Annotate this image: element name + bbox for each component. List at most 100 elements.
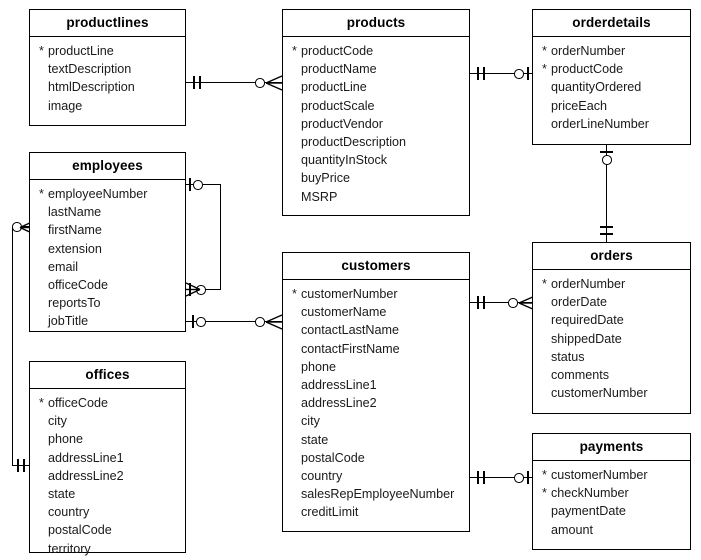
- cardinality-one-tick: [527, 67, 529, 80]
- field-row[interactable]: shippedDate: [533, 330, 690, 348]
- field-row[interactable]: addressLine1: [283, 376, 469, 394]
- field-row[interactable]: country: [283, 467, 469, 485]
- field-row[interactable]: city: [283, 412, 469, 430]
- field-row[interactable]: orderLineNumber: [533, 115, 690, 133]
- field-label: reportsTo: [48, 296, 101, 311]
- cardinality-one-tick: [189, 178, 191, 191]
- field-row[interactable]: paymentDate: [533, 502, 690, 520]
- cardinality-optional-circle: [255, 78, 265, 88]
- entity-employees[interactable]: employees *employeeNumber lastName first…: [29, 152, 186, 332]
- pk-marker: [292, 188, 301, 206]
- field-row[interactable]: customerNumber: [533, 384, 690, 402]
- field-row[interactable]: addressLine1: [30, 449, 185, 467]
- field-row[interactable]: *productCode: [283, 42, 469, 60]
- field-row[interactable]: textDescription: [30, 60, 185, 78]
- field-row[interactable]: *productCode: [533, 60, 690, 78]
- field-row[interactable]: reportsTo: [30, 294, 185, 312]
- entity-payments[interactable]: payments *customerNumber *checkNumber pa…: [532, 433, 691, 550]
- field-row[interactable]: status: [533, 348, 690, 366]
- pk-marker: *: [39, 396, 44, 410]
- field-row[interactable]: contactFirstName: [283, 340, 469, 358]
- field-row[interactable]: officeCode: [30, 276, 185, 294]
- field-row[interactable]: state: [283, 431, 469, 449]
- entity-customers[interactable]: customers *customerNumber customerName c…: [282, 252, 470, 532]
- field-row[interactable]: MSRP: [283, 188, 469, 206]
- field-label: quantityOrdered: [551, 80, 642, 95]
- field-row[interactable]: productLine: [283, 78, 469, 96]
- field-row[interactable]: *employeeNumber: [30, 185, 185, 203]
- field-label: firstName: [48, 223, 102, 238]
- pk-marker: [542, 311, 551, 329]
- field-row[interactable]: customerName: [283, 303, 469, 321]
- field-row[interactable]: postalCode: [283, 449, 469, 467]
- field-row[interactable]: *customerNumber: [533, 466, 690, 484]
- pk-marker: *: [39, 187, 44, 201]
- pk-marker: [542, 521, 551, 539]
- entity-field-list: *productLine textDescription htmlDescrip…: [30, 37, 185, 121]
- entity-field-list: *orderNumber *productCode quantityOrdere…: [533, 37, 690, 139]
- field-label: phone: [301, 359, 337, 374]
- field-row[interactable]: jobTitle: [30, 312, 185, 330]
- relationship-line-offices-employees-left: [12, 226, 14, 466]
- field-row[interactable]: addressLine2: [30, 467, 185, 485]
- field-row[interactable]: *orderNumber: [533, 42, 690, 60]
- field-label: productScale: [301, 98, 375, 113]
- pk-marker: [292, 376, 301, 394]
- field-row[interactable]: orderDate: [533, 293, 690, 311]
- field-row[interactable]: extension: [30, 240, 185, 258]
- field-label: email: [48, 259, 79, 274]
- entity-orders[interactable]: orders *orderNumber orderDate requiredDa…: [532, 242, 691, 414]
- field-row[interactable]: city: [30, 412, 185, 430]
- field-row[interactable]: contactLastName: [283, 321, 469, 339]
- field-row[interactable]: phone: [30, 430, 185, 448]
- field-row[interactable]: comments: [533, 366, 690, 384]
- field-row[interactable]: *orderNumber: [533, 275, 690, 293]
- field-row[interactable]: territory: [30, 540, 185, 558]
- field-row[interactable]: productVendor: [283, 115, 469, 133]
- field-row[interactable]: email: [30, 258, 185, 276]
- field-row[interactable]: *productLine: [30, 42, 185, 60]
- field-row[interactable]: addressLine2: [283, 394, 469, 412]
- cardinality-one-tick: [600, 151, 613, 153]
- field-row[interactable]: image: [30, 97, 185, 115]
- field-row[interactable]: requiredDate: [533, 311, 690, 329]
- field-row[interactable]: priceEach: [533, 97, 690, 115]
- field-row[interactable]: *customerNumber: [283, 285, 469, 303]
- field-row[interactable]: firstName: [30, 221, 185, 239]
- field-label: orderLineNumber: [551, 116, 650, 131]
- field-row[interactable]: phone: [283, 358, 469, 376]
- field-row[interactable]: *checkNumber: [533, 484, 690, 502]
- field-row[interactable]: htmlDescription: [30, 78, 185, 96]
- field-label: customerNumber: [551, 468, 648, 482]
- pk-marker: [292, 97, 301, 115]
- field-row[interactable]: quantityInStock: [283, 151, 469, 169]
- cardinality-one-tick: [600, 226, 613, 228]
- field-row[interactable]: buyPrice: [283, 169, 469, 187]
- field-label: productLine: [48, 44, 114, 58]
- field-row[interactable]: salesRepEmployeeNumber: [283, 485, 469, 503]
- field-row[interactable]: productName: [283, 60, 469, 78]
- entity-field-list: *employeeNumber lastName firstName exten…: [30, 180, 185, 337]
- field-row[interactable]: creditLimit: [283, 503, 469, 521]
- field-row[interactable]: lastName: [30, 203, 185, 221]
- pk-marker: [292, 321, 301, 339]
- entity-offices[interactable]: offices *officeCode city phone addressLi…: [29, 361, 186, 556]
- field-label: city: [48, 414, 67, 429]
- field-row[interactable]: productScale: [283, 97, 469, 115]
- field-row[interactable]: postalCode: [30, 521, 185, 539]
- field-row[interactable]: amount: [533, 521, 690, 539]
- entity-productlines[interactable]: productlines *productLine textDescriptio…: [29, 9, 186, 126]
- field-row[interactable]: *officeCode: [30, 394, 185, 412]
- field-row[interactable]: country: [30, 503, 185, 521]
- cardinality-one-tick: [483, 471, 485, 484]
- pk-marker: [39, 97, 48, 115]
- field-row[interactable]: quantityOrdered: [533, 78, 690, 96]
- field-label: contactLastName: [301, 323, 400, 338]
- entity-products[interactable]: products *productCode productName produc…: [282, 9, 470, 216]
- field-label: lastName: [48, 205, 102, 220]
- entity-orderdetails[interactable]: orderdetails *orderNumber *productCode q…: [532, 9, 691, 145]
- field-row[interactable]: productDescription: [283, 133, 469, 151]
- entity-field-list: *orderNumber orderDate requiredDate ship…: [533, 270, 690, 408]
- field-row[interactable]: state: [30, 485, 185, 503]
- pk-marker: [542, 348, 551, 366]
